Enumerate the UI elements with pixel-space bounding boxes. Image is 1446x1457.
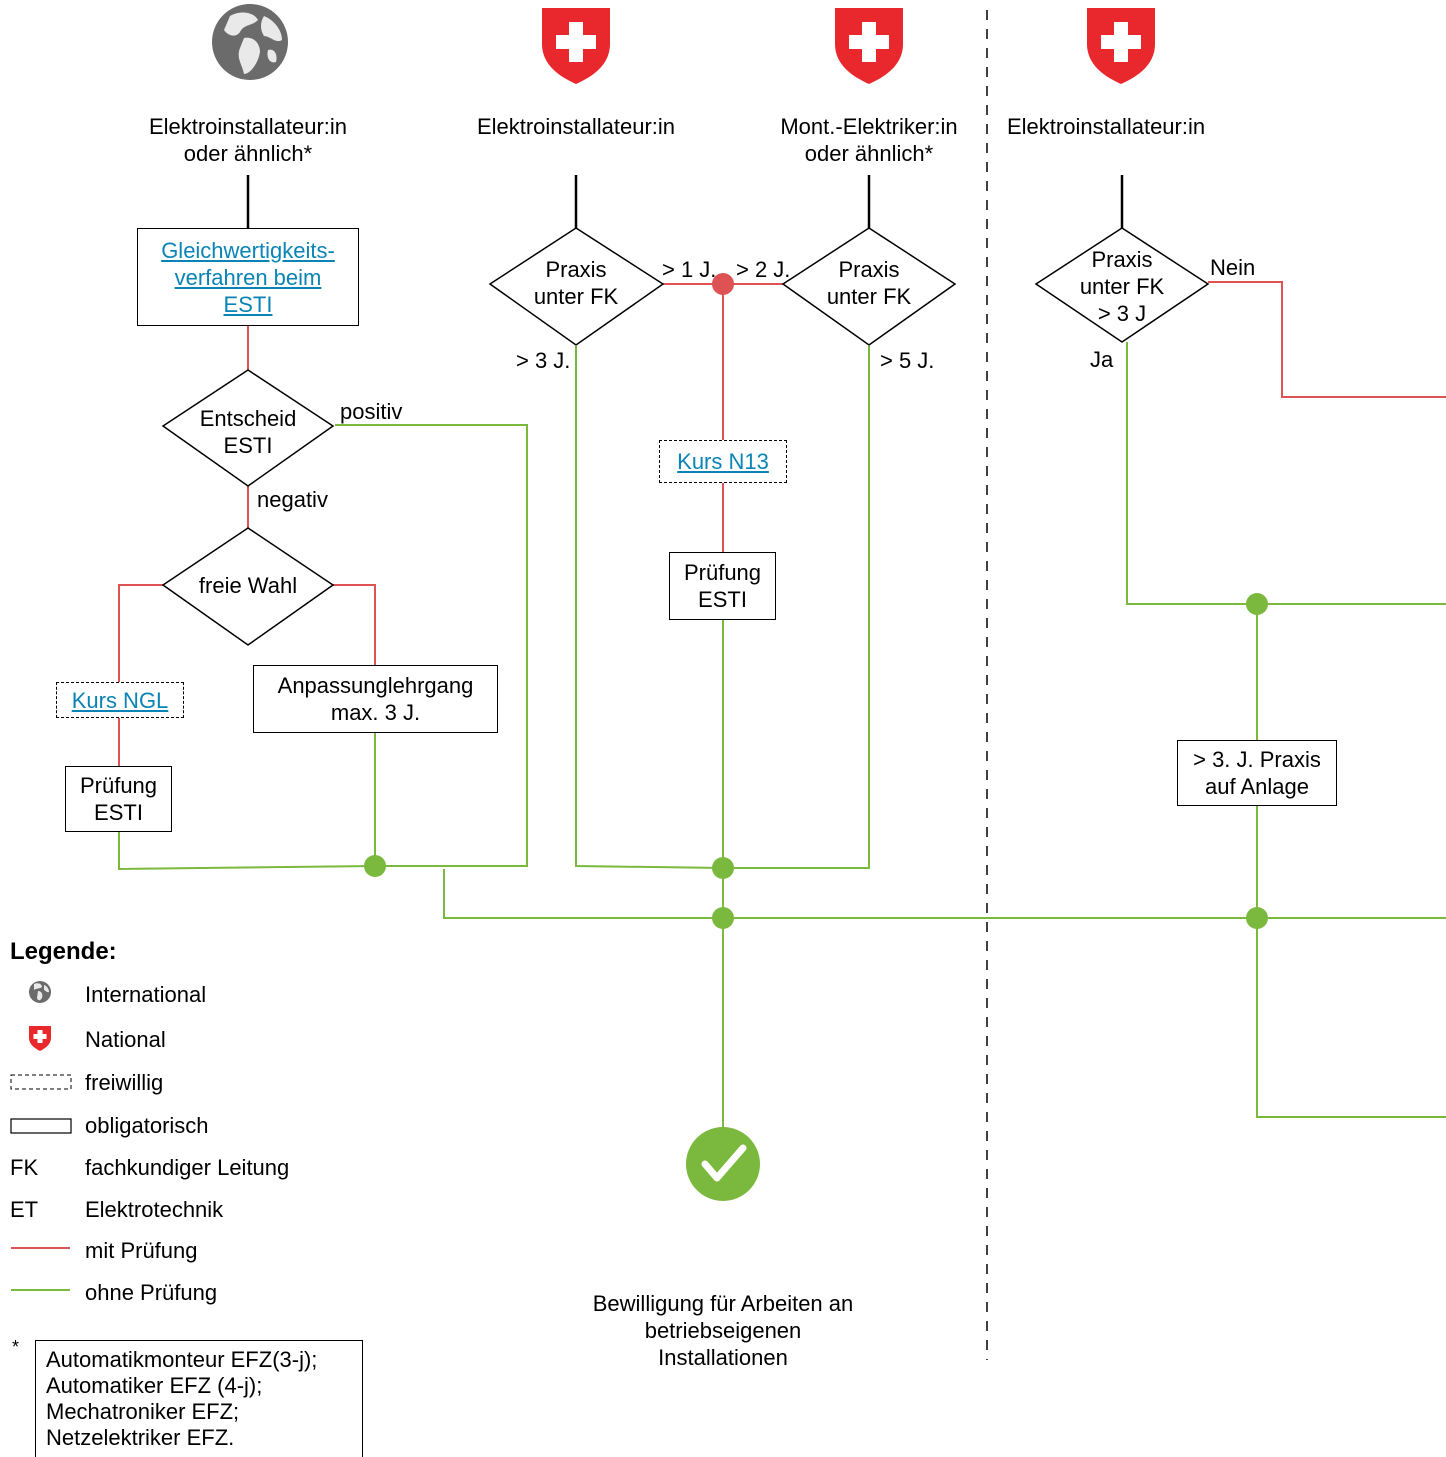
gt3-label: > 3 J.	[516, 348, 571, 373]
legend-globe-icon	[29, 981, 51, 1003]
kurs-ngl-box: Kurs NGL	[56, 682, 184, 718]
legend-swiss-cross-icon	[29, 1026, 51, 1051]
legend-mit: mit Prüfung	[85, 1238, 198, 1263]
footnote-box: Automatikmonteur EFZ(3-j); Automatiker E…	[35, 1340, 363, 1457]
gt1-label: > 1 J.	[662, 257, 717, 282]
legend-fk-text: fachkundiger Leitung	[85, 1155, 290, 1180]
legend-et-text: Elektrotechnik	[85, 1197, 224, 1222]
diamond-praxis-2	[781, 227, 957, 346]
gt5-label: > 5 J.	[880, 348, 935, 373]
legend-obligatorisch: obligatorisch	[85, 1113, 209, 1138]
legend-fk-abbr: FK	[10, 1155, 39, 1180]
swiss-cross-icon	[1087, 8, 1155, 84]
kurs-n13-link[interactable]: Kurs N13	[677, 449, 769, 474]
gt2-label: > 2 J.	[736, 257, 791, 282]
diamond-praxis-3	[1034, 227, 1210, 343]
nein-label: Nein	[1210, 255, 1256, 280]
footnote-mark: *	[12, 1337, 20, 1357]
legend-ohne: ohne Prüfung	[85, 1280, 218, 1305]
start-stems	[246, 175, 1124, 228]
swiss-cross-icon	[835, 8, 903, 84]
legend-freiwillig: freiwillig	[85, 1070, 164, 1095]
gleichwertigkeit-link[interactable]: Gleichwertigkeits- verfahren beim ESTI	[161, 237, 335, 317]
swiss-cross-icon	[542, 8, 610, 84]
diamond-freie-wahl	[161, 527, 335, 646]
legend-et-abbr: ET	[10, 1197, 39, 1222]
kurs-n13-box: Kurs N13	[659, 440, 787, 483]
legend-solid-box	[10, 1118, 72, 1134]
nat3-title: Elektroinstallateur:in	[1007, 114, 1206, 139]
legend-international: International	[85, 982, 207, 1007]
legend-national: National	[85, 1027, 166, 1052]
negativ-label: negativ	[257, 487, 328, 512]
kurs-ngl-link[interactable]: Kurs NGL	[71, 687, 169, 713]
diamond-praxis-1	[488, 227, 665, 346]
ja-label: Ja	[1090, 347, 1114, 372]
junction-dots	[364, 593, 1268, 929]
globe-icon	[212, 4, 288, 80]
checkmark-icon	[686, 1127, 760, 1201]
freie-wahl-label: freie Wahl	[198, 573, 298, 598]
decision-diamonds	[161, 227, 1210, 646]
gleichwertigkeit-box: Gleichwertigkeits- verfahren beim ESTI	[137, 228, 359, 326]
junction-red	[712, 273, 734, 295]
positiv-label: positiv	[340, 399, 403, 424]
diamond-entscheid	[161, 369, 335, 487]
nat1-title: Elektroinstallateur:in	[476, 114, 676, 139]
legend-dashed-box	[10, 1074, 72, 1090]
legend-title: Legende:	[10, 938, 117, 965]
